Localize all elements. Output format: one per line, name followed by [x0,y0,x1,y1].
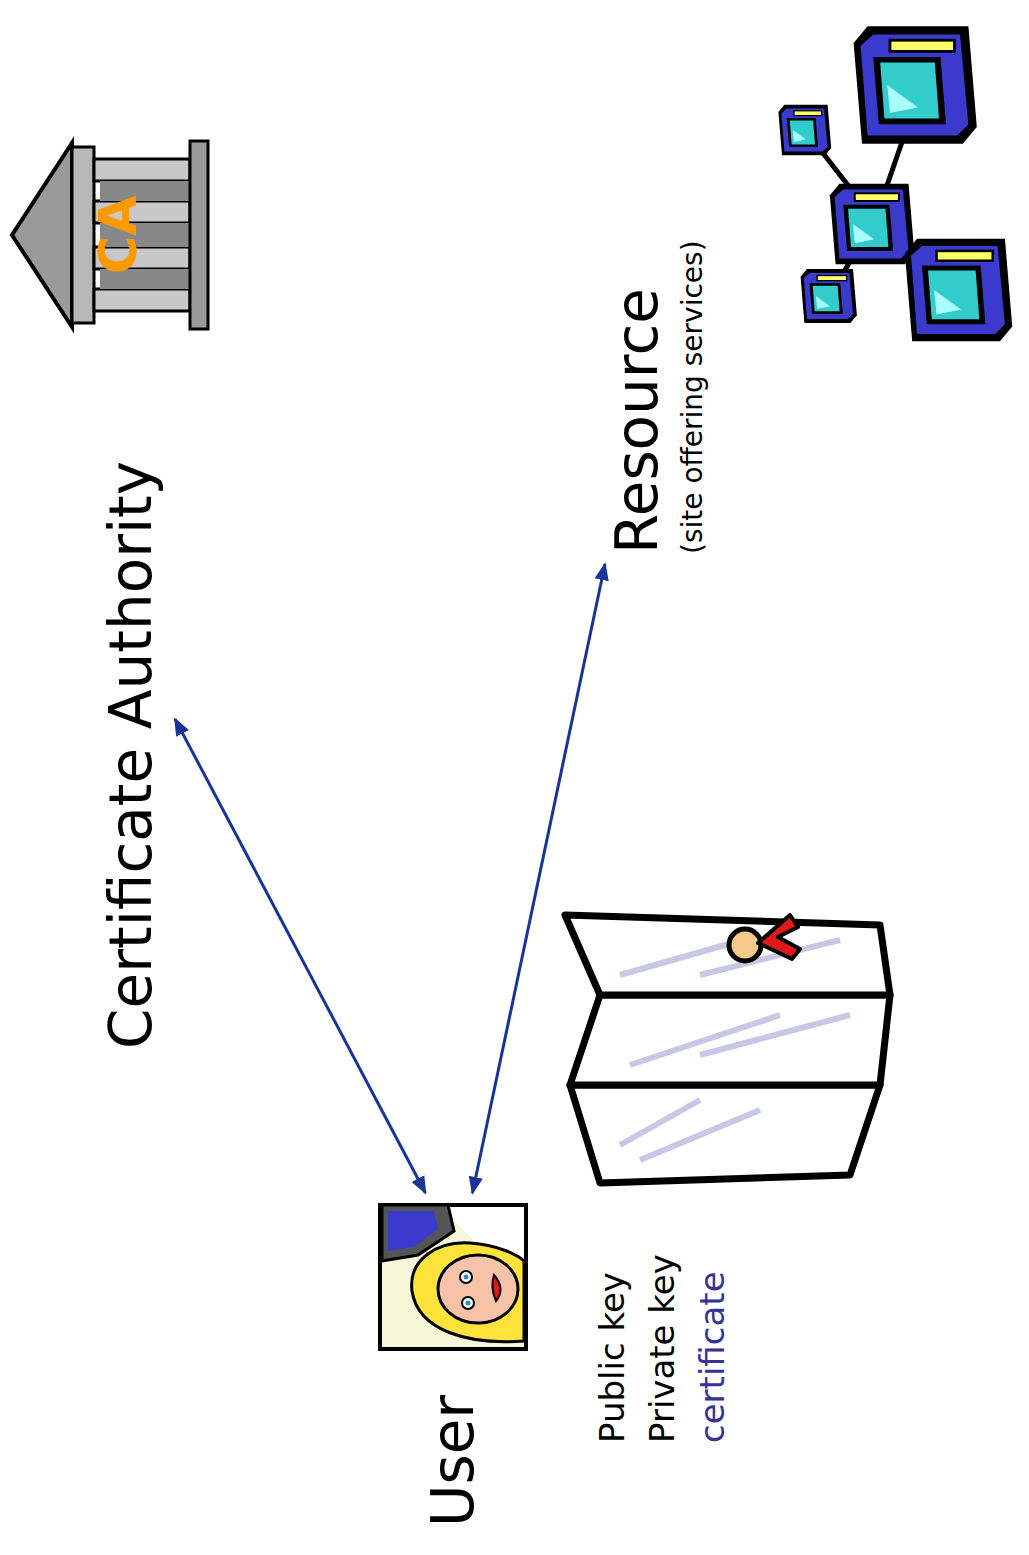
user-label: User [420,1395,487,1527]
node-box: Resource(site offering services) [598,234,715,560]
computer-icon [778,105,831,155]
ca-letters: CA [87,196,149,274]
node-box: User [372,1197,534,1533]
authority-label: Certificate Authority [98,461,165,1049]
key-label: Public key [592,1272,633,1443]
resource-subtitle: (site offering services) [677,240,709,554]
computer-icon [905,239,1012,341]
computer-icon [801,269,857,323]
key-label: Private key [642,1254,683,1443]
user-icon [378,1203,528,1351]
double-arrow [472,564,605,1193]
computer-icon [830,184,914,265]
computer-icon [854,26,977,144]
certificate-picture [565,915,890,1183]
ca-building [12,141,208,329]
certificate-label: certificate [692,1271,733,1443]
node-box: Certificate Authority [92,455,171,1055]
double-arrow [175,719,425,1193]
resource-label: Resource [604,240,671,554]
